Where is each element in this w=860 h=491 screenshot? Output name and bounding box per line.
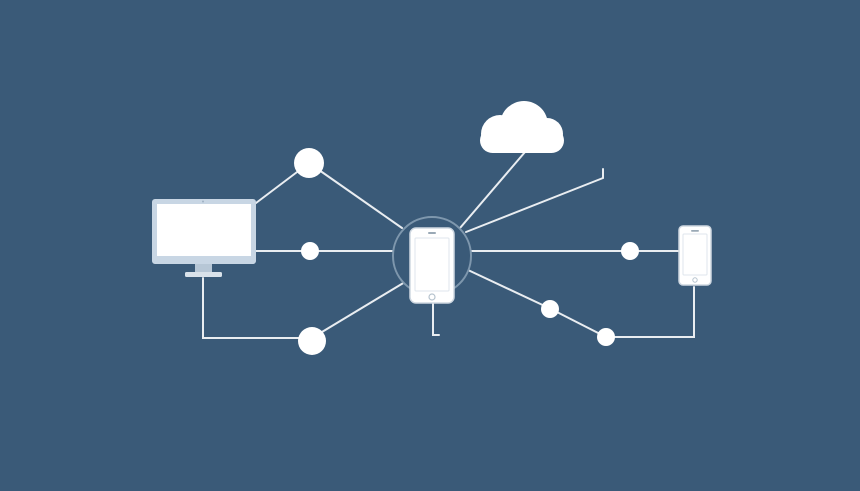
- smartphone-icon: [678, 225, 712, 286]
- link-lower-node-to-bottom-right-node: [548, 307, 607, 338]
- smartphone-icon: [409, 227, 455, 304]
- link-hub-to-open-end: [465, 168, 604, 233]
- node-middle-right: [621, 242, 639, 260]
- link-hub-to-lower-node: [467, 269, 550, 309]
- cloud-icon: [480, 101, 564, 153]
- node-top-left: [294, 148, 324, 178]
- link-top-node-to-hub: [308, 162, 403, 229]
- hub: [392, 216, 472, 304]
- node-bottom-left: [298, 327, 326, 355]
- monitor-icon: [152, 199, 256, 277]
- node-bottom-right: [597, 328, 615, 346]
- link-hub-to-cloud: [459, 151, 526, 229]
- connections: [202, 151, 695, 339]
- node-lower-right: [541, 300, 559, 318]
- link-bottom-node-to-hub: [311, 281, 406, 339]
- link-monitor-stand-to-bottom-node: [202, 277, 313, 339]
- node-middle-left: [301, 242, 319, 260]
- nodes: [294, 148, 639, 355]
- hub-cable: [432, 301, 440, 336]
- link-bottom-right-node-to-phone: [605, 286, 695, 338]
